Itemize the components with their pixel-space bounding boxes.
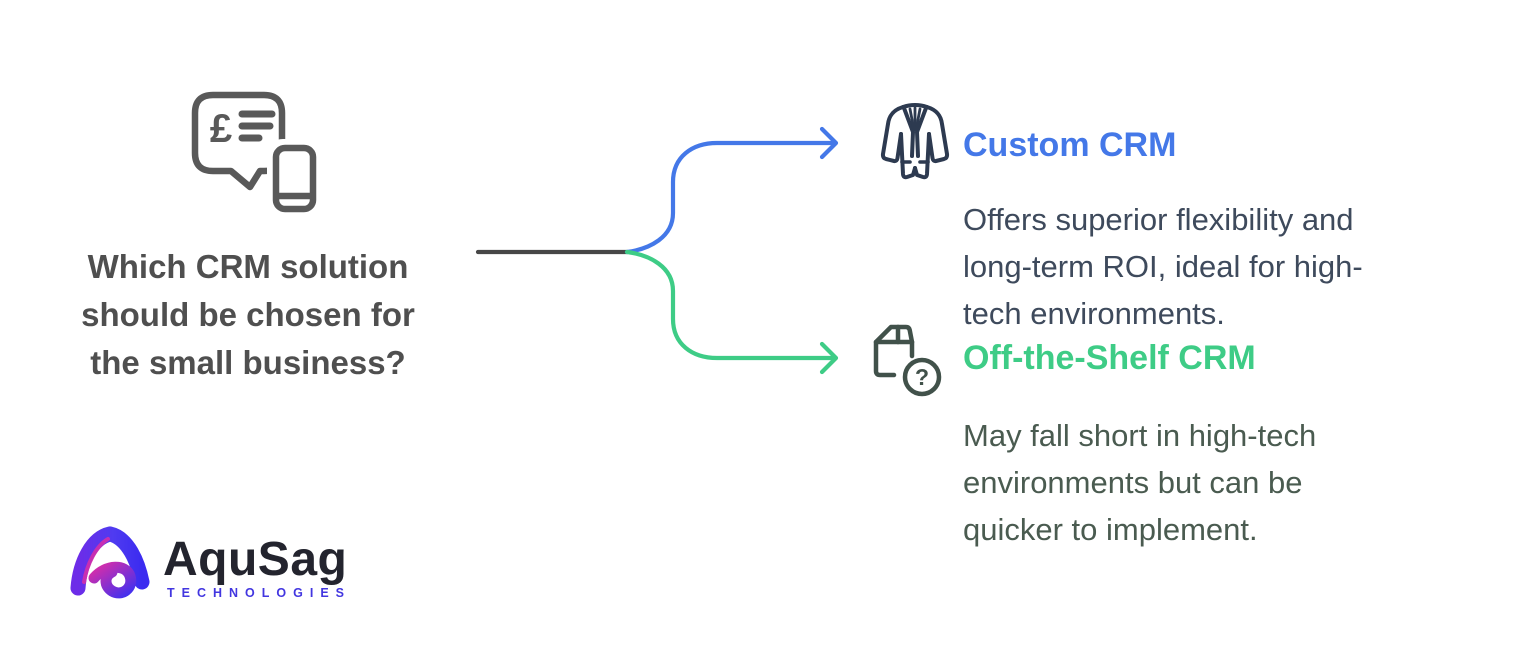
desc-line: May fall short in high-tech [963,418,1317,453]
desc-line: Offers superior flexibility and [963,202,1354,237]
phone-icon [272,144,317,213]
question-line: the small business? [90,344,406,381]
branch-line-shelf [624,249,837,361]
desc-line: tech environments. [963,296,1225,331]
logo-accent-stroke [82,537,110,584]
speech-bubble-icon [191,91,286,191]
branch-desc-shelf: May fall short in high-tech environments… [963,412,1316,553]
branch-line-custom [624,140,837,255]
question-line: should be chosen for [81,296,415,333]
branch-title-shelf: Off-the-Shelf CRM [963,339,1256,377]
logo-subtitle: TECHNOLOGIES [167,586,352,600]
chat-pound-phone-icon: £ [191,91,322,218]
question-glyph: ? [915,364,929,390]
desc-line: long-term ROI, ideal for high- [963,249,1363,284]
branch-connector [475,126,839,375]
arrowhead-custom [819,126,839,160]
box-outline [873,324,915,378]
package-box-question-icon: ? [873,324,942,397]
logo-triangle-stroke [70,526,150,596]
aqusag-logo-mark [70,526,150,599]
text-lines-icon [238,110,276,142]
arrowhead-shelf [819,341,839,375]
question-circle [902,357,942,397]
logo-name: AquSag [163,533,348,586]
logo-loop-stroke [88,561,137,599]
pound-symbol: £ [210,107,232,151]
question-text: Which CRM solution should be chosen for … [50,243,446,387]
suit-pleat-lines [908,106,922,132]
branch-desc-custom: Offers superior flexibility and long-ter… [963,196,1363,337]
desc-line: environments but can be [963,465,1303,500]
question-line: Which CRM solution [87,248,409,285]
branch-title-custom: Custom CRM [963,126,1177,164]
desc-line: quicker to implement. [963,512,1258,547]
suit-jacket-icon [880,103,950,180]
